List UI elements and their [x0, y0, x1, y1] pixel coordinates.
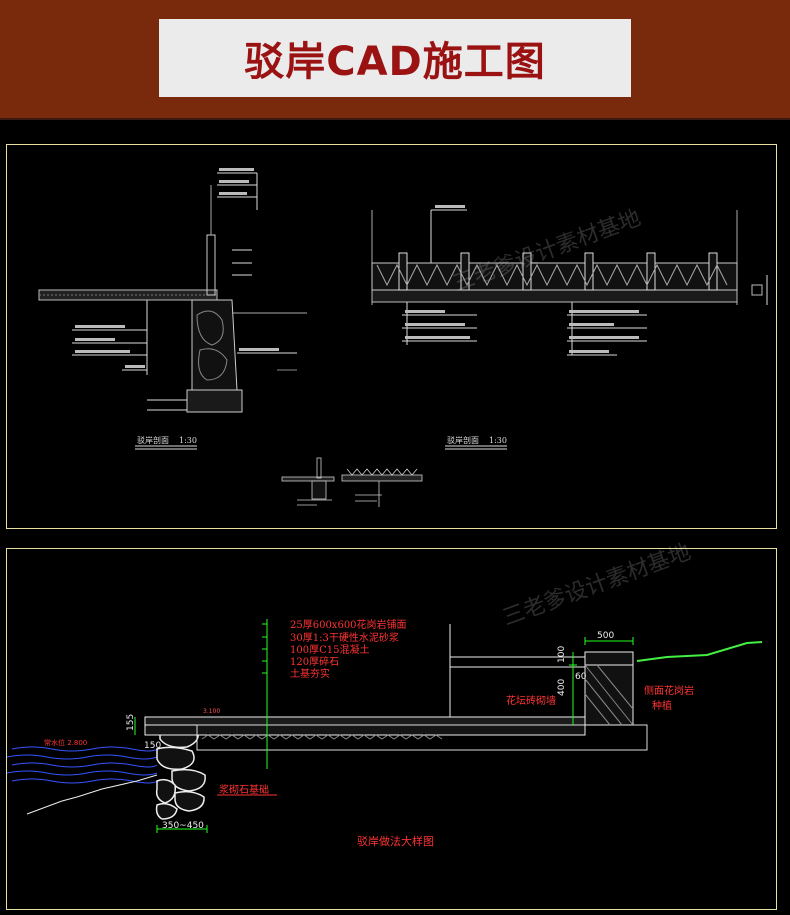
rail-post [398, 252, 408, 291]
water-level-label: 常水位 2.800 [44, 738, 87, 747]
elevation-label: 3.100 [203, 708, 220, 715]
header-banner: 驳岸CAD施工图 [0, 0, 790, 118]
dim-150: 150 [144, 741, 161, 751]
rail-post [708, 252, 718, 291]
top-drawing-panel: 驳岸剖面 1:30 [6, 144, 777, 529]
planter-soil-label: 种植 [652, 699, 672, 712]
thumbnail-details [281, 457, 423, 507]
detail-caption: 驳岸做法大样图 [357, 834, 434, 848]
right-section-scale: 1:30 [489, 436, 507, 445]
layer-label: 25厚600x600花岗岩铺面 [290, 618, 407, 631]
right-section-drawing [371, 205, 768, 356]
bottom-drawing-canvas: 500 100 400 60 155 150 350~450 3.100 常水位… [7, 618, 763, 848]
rail-post [460, 252, 470, 291]
right-section-caption: 驳岸剖面 1:30 [445, 435, 507, 450]
layer-label: 120厚碎石 [290, 655, 339, 668]
dim-width: 350~450 [162, 821, 204, 831]
layer-labels: 25厚600x600花岗岩铺面 30厚1:3干硬性水泥砂浆 100厚C15混凝土… [290, 618, 407, 680]
dim-60: 60 [575, 672, 587, 682]
layer-label: 30厚1:3干硬性水泥砂浆 [290, 631, 399, 644]
planter-wall-label: 花坛砖砌墙 [506, 694, 556, 707]
left-section-caption: 驳岸剖面 1:30 [135, 435, 197, 450]
planter-surface-label: 侧面花岗岩 [644, 684, 694, 697]
dim-500: 500 [597, 631, 614, 641]
dimension-lines [134, 619, 634, 833]
pavement-layers [144, 624, 648, 751]
page-title: 驳岸CAD施工图 [244, 39, 546, 85]
left-section-drawing [38, 168, 307, 413]
title-box: 驳岸CAD施工图 [159, 19, 631, 97]
dim-400: 400 [557, 679, 567, 696]
layer-label: 土基夯实 [290, 667, 330, 680]
bottom-drawing-panel: 500 100 400 60 155 150 350~450 3.100 常水位… [6, 540, 777, 910]
top-drawing-canvas: 驳岸剖面 1:30 [38, 168, 768, 507]
right-section-label: 驳岸剖面 [447, 435, 479, 445]
shore-line [26, 774, 158, 815]
left-section-label: 驳岸剖面 [137, 435, 169, 445]
header-divider [0, 118, 790, 120]
left-section-scale: 1:30 [179, 436, 197, 445]
layer-label: 100厚C15混凝土 [290, 643, 369, 656]
stone-foundation [155, 725, 206, 820]
dim-155: 155 [126, 714, 136, 731]
rail-post [646, 252, 656, 291]
stone-foundation-label: 浆砌石基础 [219, 783, 269, 796]
dim-100: 100 [557, 646, 567, 663]
water-lines [7, 746, 158, 784]
ground-line [636, 641, 763, 662]
rail-post [584, 252, 594, 291]
rail-post [522, 252, 532, 291]
